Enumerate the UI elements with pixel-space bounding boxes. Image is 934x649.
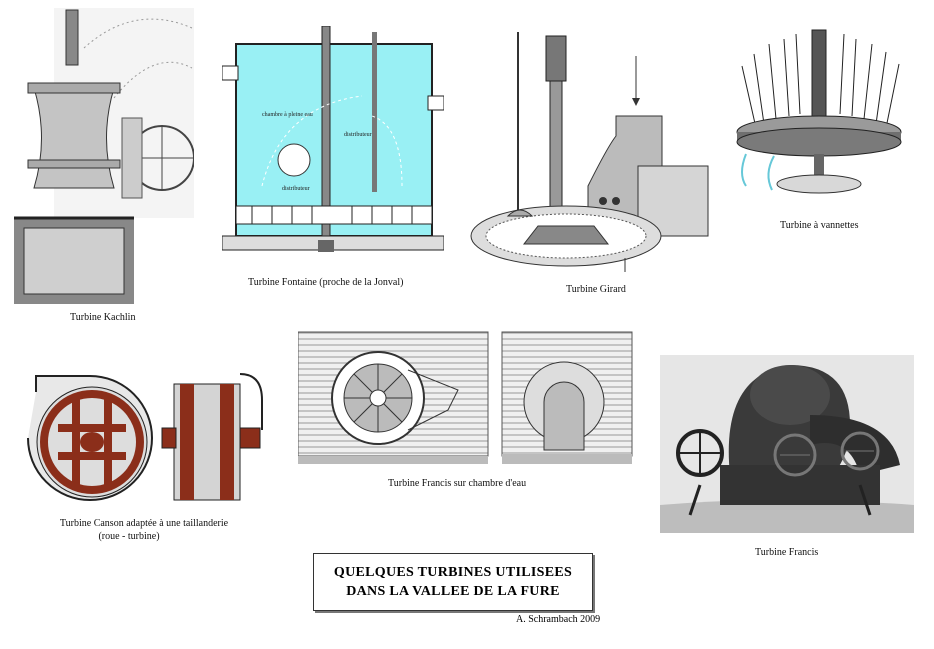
caption-canson-line2: (roue - turbine) [98, 531, 160, 542]
caption-vannettes: Turbine à vannettes [780, 220, 859, 231]
author-credit: A. Schrambach 2009 [516, 614, 601, 625]
caption-francis: Turbine Francis [755, 547, 819, 558]
francis-photo [660, 355, 914, 533]
francis-chambre-drawing [298, 330, 634, 466]
fontaine-label-a: chambre à pleine eau [262, 112, 313, 118]
kachlin-drawing [14, 8, 194, 304]
fontaine-label-c: distributeur [282, 186, 310, 192]
canson-drawing [16, 370, 272, 506]
fontaine-drawing: chambre à pleine eau distributeur distri… [222, 26, 444, 266]
caption-kachlin: Turbine Kachlin [70, 312, 136, 323]
title-line-1: QUELQUES TURBINES UTILISEES [333, 565, 573, 580]
caption-girard: Turbine Girard [566, 284, 626, 295]
vannettes-drawing [734, 24, 909, 199]
caption-fontaine: Turbine Fontaine (proche de la Jonval) [248, 277, 404, 288]
title-box: QUELQUES TURBINES UTILISEES DANS LA VALL… [313, 553, 593, 611]
caption-canson-line1: Turbine Canson adaptée à une taillanderi… [59, 518, 229, 529]
fontaine-label-b: distributeur [344, 132, 372, 138]
caption-francis-chambre: Turbine Francis sur chambre d'eau [388, 478, 527, 489]
girard-drawing [468, 26, 713, 276]
title-line-2: DANS LA VALLEE DE LA FURE [346, 584, 560, 599]
